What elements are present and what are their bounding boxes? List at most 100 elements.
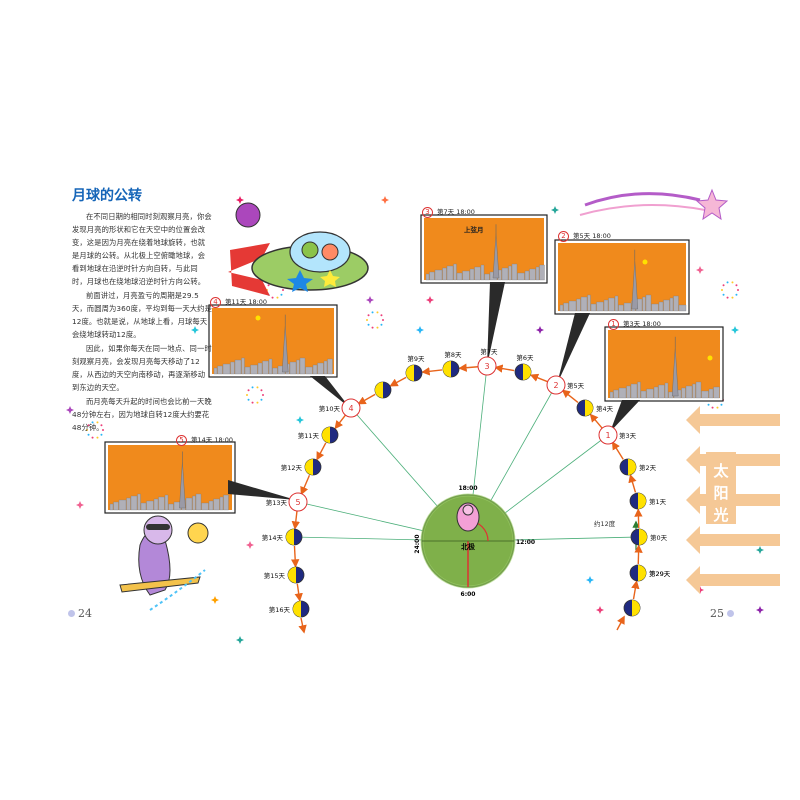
sparkle-icon: [280, 293, 283, 296]
orbit-arrow: [334, 414, 347, 430]
cartoon-characters-icon: [119, 515, 209, 611]
day-label: 第16天: [269, 605, 291, 614]
star-icon: [731, 326, 739, 334]
scene-number: 1: [605, 431, 610, 440]
star-icon: [381, 196, 389, 204]
sparkle-icon: [737, 289, 739, 291]
star-icon: [191, 326, 199, 334]
orbit-arrow: [298, 617, 307, 634]
star-icon: [551, 206, 559, 214]
day-label: 第6天: [516, 353, 534, 362]
sparkle-icon: [247, 398, 250, 401]
moon-phase-icon: [287, 566, 305, 584]
day-label: 第4天: [596, 404, 614, 413]
day-label: 第7天: [480, 347, 498, 356]
sparkle-icon: [707, 403, 710, 406]
star-icon: [366, 296, 374, 304]
day-label: 第2天: [639, 463, 657, 472]
paragraph: 而月亮每天升起的时间也会比前一天晚48分钟左右，因为地球自转12度大约要花48分…: [72, 397, 212, 432]
day-label: 第29天: [649, 569, 671, 578]
orbit-arrow: [628, 474, 637, 493]
sparkle-icon: [735, 284, 738, 287]
day-label: 第11天: [298, 431, 320, 440]
city-scene-4: [208, 304, 338, 378]
moon-phase-icon: [442, 360, 460, 378]
sparkle-icon: [380, 323, 383, 326]
day-label: 第14天: [262, 533, 284, 542]
moon-phase-icon: 3: [477, 356, 497, 376]
sparkle-icon: [96, 421, 99, 424]
callout-pointer: [610, 400, 640, 432]
sparkle-icon: [247, 389, 250, 392]
sunlight-arrow-icon: [686, 526, 780, 554]
scene-number: 3: [484, 362, 489, 371]
orbit-arrow: [294, 583, 303, 602]
orbit-arrow: [616, 615, 625, 631]
moon-orbit-path: [290, 363, 643, 634]
sparkle-icon: [251, 386, 254, 389]
day-label: 第12天: [281, 463, 303, 472]
rocket-ship-icon: [228, 202, 369, 296]
sparkle-icon: [726, 281, 729, 284]
sparkle-icon: [722, 284, 725, 287]
orbit-arrow: [631, 580, 640, 600]
sparkle-icon: [731, 296, 734, 299]
star-icon: [416, 326, 424, 334]
moon-phase-icon: [285, 528, 303, 546]
sparkle-icon: [376, 311, 379, 314]
page-title: 月球的公转: [72, 188, 142, 204]
moon-phase-icon: [630, 528, 648, 546]
star-icon: [211, 596, 219, 604]
sparkle-icon: [260, 389, 263, 392]
star-icon: [296, 416, 304, 424]
sunlight-label: 太阳光: [713, 462, 729, 524]
city-scene-3: [420, 214, 548, 284]
sparkle-icon: [716, 406, 719, 409]
sparkle-icon: [711, 406, 714, 409]
earth: [420, 493, 516, 589]
orbit-arrow: [589, 413, 603, 429]
orbit-arrow: [458, 363, 479, 372]
orbit-arrow: [634, 508, 643, 529]
sparkle-icon: [726, 296, 729, 299]
sparkle-icon: [367, 314, 370, 317]
orbit-arrow: [357, 393, 376, 405]
shooting-star-icon: [579, 188, 729, 221]
time-left: 24:00: [414, 534, 421, 553]
sparkle-icon: [256, 401, 259, 404]
sparkle-icon: [91, 421, 94, 424]
moon-phase-icon: [292, 600, 310, 618]
orbit-arrow: [634, 544, 643, 565]
day-label: 第15天: [264, 571, 286, 580]
day-label: 第13天: [266, 498, 288, 507]
sparkle-icon: [267, 284, 270, 287]
city-scene-1: [604, 326, 724, 402]
sparkle-icon: [371, 326, 374, 329]
orbit-arrow: [290, 545, 300, 568]
time-right: 12:00: [516, 539, 535, 546]
sparkle-icon: [102, 429, 104, 431]
sparkle-icon: [376, 326, 379, 329]
sunlight-arrows: [686, 406, 780, 594]
sparkle-icon: [282, 289, 284, 291]
star-icon: [536, 326, 544, 334]
moon-phase-icon: [629, 492, 647, 510]
orbit-arrow: [421, 367, 443, 376]
sparkle-icon: [366, 319, 368, 321]
page-number-right: 25: [710, 607, 724, 620]
star-icon: [76, 501, 84, 509]
moon-phase-icon: [576, 399, 594, 417]
page-number-left: 24: [78, 607, 92, 620]
callout-pointer: [310, 376, 350, 408]
sparkle-icon: [262, 394, 264, 396]
moon-phase-icon: 5: [288, 492, 308, 512]
moon-phase-icon: [374, 381, 392, 399]
star-icon: [596, 606, 604, 614]
sparkle-icon: [100, 424, 103, 427]
north-pole-label: 北极: [461, 542, 476, 551]
